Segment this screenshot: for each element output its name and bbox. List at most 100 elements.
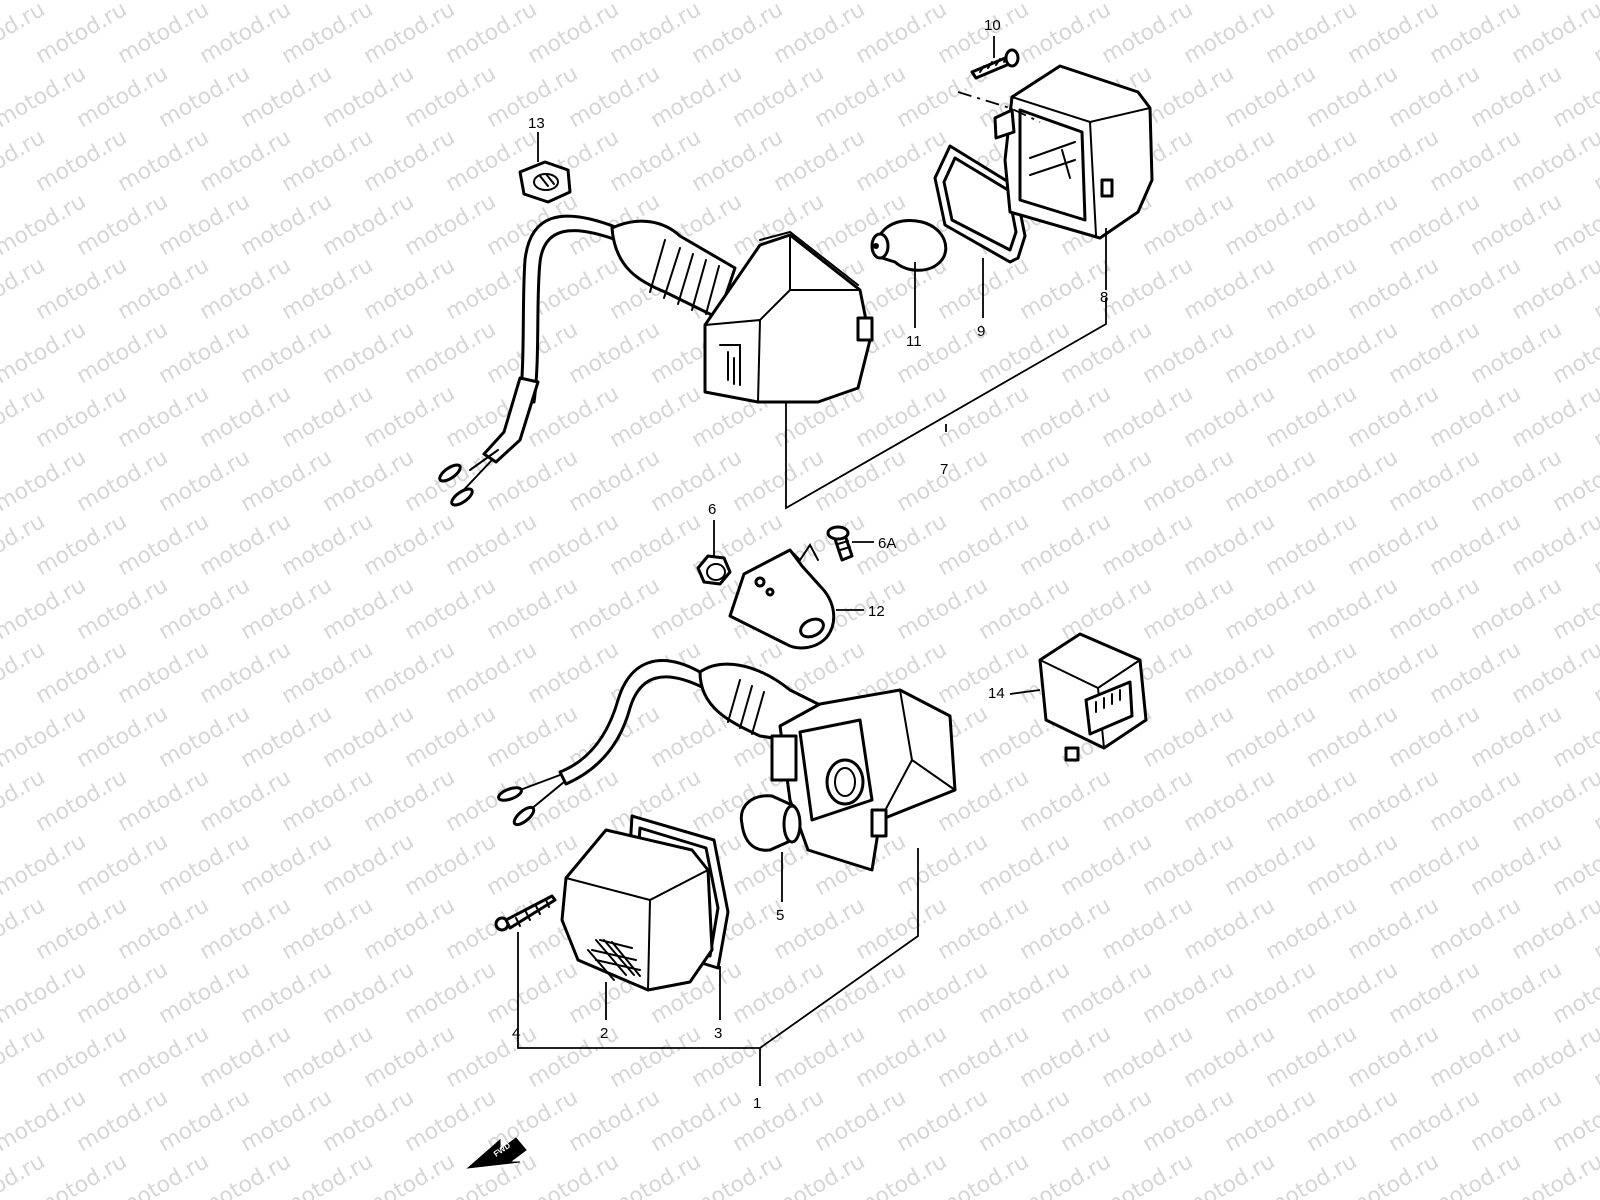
watermark-text: motod.ru — [155, 957, 255, 1029]
bracket-12 — [728, 543, 836, 650]
watermark-text: motod.ru — [155, 573, 255, 645]
watermark-text: motod.ru — [934, 893, 1034, 965]
watermark-text: motod.ru — [770, 1149, 870, 1200]
watermark-text: motod.ru — [1221, 61, 1321, 133]
watermark-text: motod.ru — [688, 125, 788, 197]
watermark-text: motod.ru — [1467, 445, 1567, 517]
watermark-text: motod.ru — [975, 573, 1075, 645]
leader-lines — [517, 36, 1107, 1086]
watermark-text: motod.ru — [852, 1149, 952, 1200]
watermark-text: motod.ru — [1344, 765, 1444, 837]
callout-12: 12 — [868, 603, 885, 620]
watermark-text: motod.ru — [32, 765, 132, 837]
watermark-text: motod.ru — [770, 125, 870, 197]
watermark-text: motod.ru — [155, 317, 255, 389]
callout-3: 3 — [714, 1025, 722, 1042]
watermark-text: motod.ru — [1467, 957, 1567, 1029]
watermark-text: motod.ru — [852, 1021, 952, 1093]
watermark-text: motod.ru — [0, 0, 90, 5]
watermark-text: motod.ru — [1508, 381, 1600, 453]
callout-1: 1 — [753, 1095, 761, 1112]
watermark-text: motod.ru — [565, 1085, 665, 1157]
watermark-text: motod.ru — [565, 445, 665, 517]
watermark-text: motod.ru — [1057, 1085, 1157, 1157]
watermark-text: motod.ru — [770, 0, 870, 69]
lens-hatching — [587, 939, 641, 981]
watermark-text: motod.ru — [278, 637, 378, 709]
watermark-text: motod.ru — [1139, 445, 1239, 517]
callouts: 1 2 3 4 5 6 6A 7 8 9 10 11 12 13 14 — [512, 17, 1108, 1112]
watermark-text: motod.ru — [729, 1085, 829, 1157]
watermark-text: motod.ru — [32, 253, 132, 325]
watermark-text: motod.ru — [1016, 509, 1116, 581]
watermark-text: motod.ru — [729, 445, 829, 517]
watermark-text: motod.ru — [852, 893, 952, 965]
watermark-text: motod.ru — [1426, 0, 1526, 69]
watermark-text: motod.ru — [196, 1149, 296, 1200]
watermark-text: motod.ru — [1344, 1021, 1444, 1093]
watermark-text: motod.ru — [893, 573, 993, 645]
watermark-text: motod.ru — [114, 1021, 214, 1093]
watermark-text: motod.ru — [1221, 317, 1321, 389]
watermark-text: motod.ru — [196, 637, 296, 709]
watermark-text: motod.ru — [975, 317, 1075, 389]
watermark-text: motod.ru — [401, 1085, 501, 1157]
watermark-text: motod.ru — [360, 1021, 460, 1093]
watermark-text: motod.ru — [32, 1021, 132, 1093]
lens-upper — [993, 64, 1154, 240]
watermark-text: motod.ru — [0, 701, 90, 773]
watermark-text: motod.ru — [73, 573, 173, 645]
watermark-text: motod.ru — [114, 253, 214, 325]
watermark-text: motod.ru — [237, 829, 337, 901]
watermark-text: motod.ru — [196, 893, 296, 965]
watermark-text: motod.ru — [1344, 125, 1444, 197]
watermark-text: motod.ru — [893, 1085, 993, 1157]
watermark-text: motod.ru — [1385, 445, 1485, 517]
watermark-text: motod.ru — [524, 509, 624, 581]
watermark-text: motod.ru — [852, 509, 952, 581]
watermark-text: motod.ru — [442, 765, 542, 837]
watermark-text: motod.ru — [1303, 829, 1403, 901]
watermark-text: motod.ru — [360, 253, 460, 325]
watermark-text: motod.ru — [1426, 637, 1526, 709]
watermark-text: motod.ru — [278, 253, 378, 325]
watermark-text: motod.ru — [1098, 381, 1198, 453]
watermark-text: motod.ru — [1344, 637, 1444, 709]
watermark-text: motod.ru — [360, 893, 460, 965]
fwd-badge: FWD — [466, 1137, 527, 1169]
watermark-text: motod.ru — [1303, 189, 1403, 261]
watermark-text: motod.ru — [1262, 765, 1362, 837]
watermark-text: motod.ru — [237, 957, 337, 1029]
watermark-text: motod.ru — [0, 61, 90, 133]
watermark-text: motod.ru — [1139, 317, 1239, 389]
screw-4 — [494, 894, 557, 932]
watermark-text: motod.ru — [975, 445, 1075, 517]
watermark-text: motod.ru — [1262, 893, 1362, 965]
watermark-text: motod.ru — [1385, 573, 1485, 645]
watermark-text: motod.ru — [524, 0, 624, 69]
watermark-text: motod.ru — [196, 381, 296, 453]
watermark-text: motod.ru — [1467, 573, 1567, 645]
watermark-text: motod.ru — [1426, 893, 1526, 965]
watermark-text: motod.ru — [1262, 637, 1362, 709]
watermark-text: motod.ru — [1098, 1021, 1198, 1093]
watermark-text: motod.ru — [1139, 573, 1239, 645]
watermark-text: motod.ru — [73, 317, 173, 389]
watermark-text: motod.ru — [155, 701, 255, 773]
watermark-text: motod.ru — [442, 509, 542, 581]
watermark-text: motod.ru — [1508, 253, 1600, 325]
watermark-text: motod.ru — [319, 317, 419, 389]
watermark-text: motod.ru — [32, 509, 132, 581]
watermark-text: motod.ru — [606, 381, 706, 453]
watermark-text: motod.ru — [1057, 445, 1157, 517]
watermark-text: motod.ru — [1344, 509, 1444, 581]
watermark-text: motod.ru — [1221, 189, 1321, 261]
watermark-text: motod.ru — [1139, 1085, 1239, 1157]
watermark-text: motod.ru — [442, 893, 542, 965]
watermark-text: motod.ru — [565, 573, 665, 645]
watermark-text: motod.ru — [114, 0, 214, 69]
watermark-text: motod.ru — [73, 445, 173, 517]
callout-6: 6 — [708, 501, 716, 518]
watermark-text: motod.ru — [196, 253, 296, 325]
